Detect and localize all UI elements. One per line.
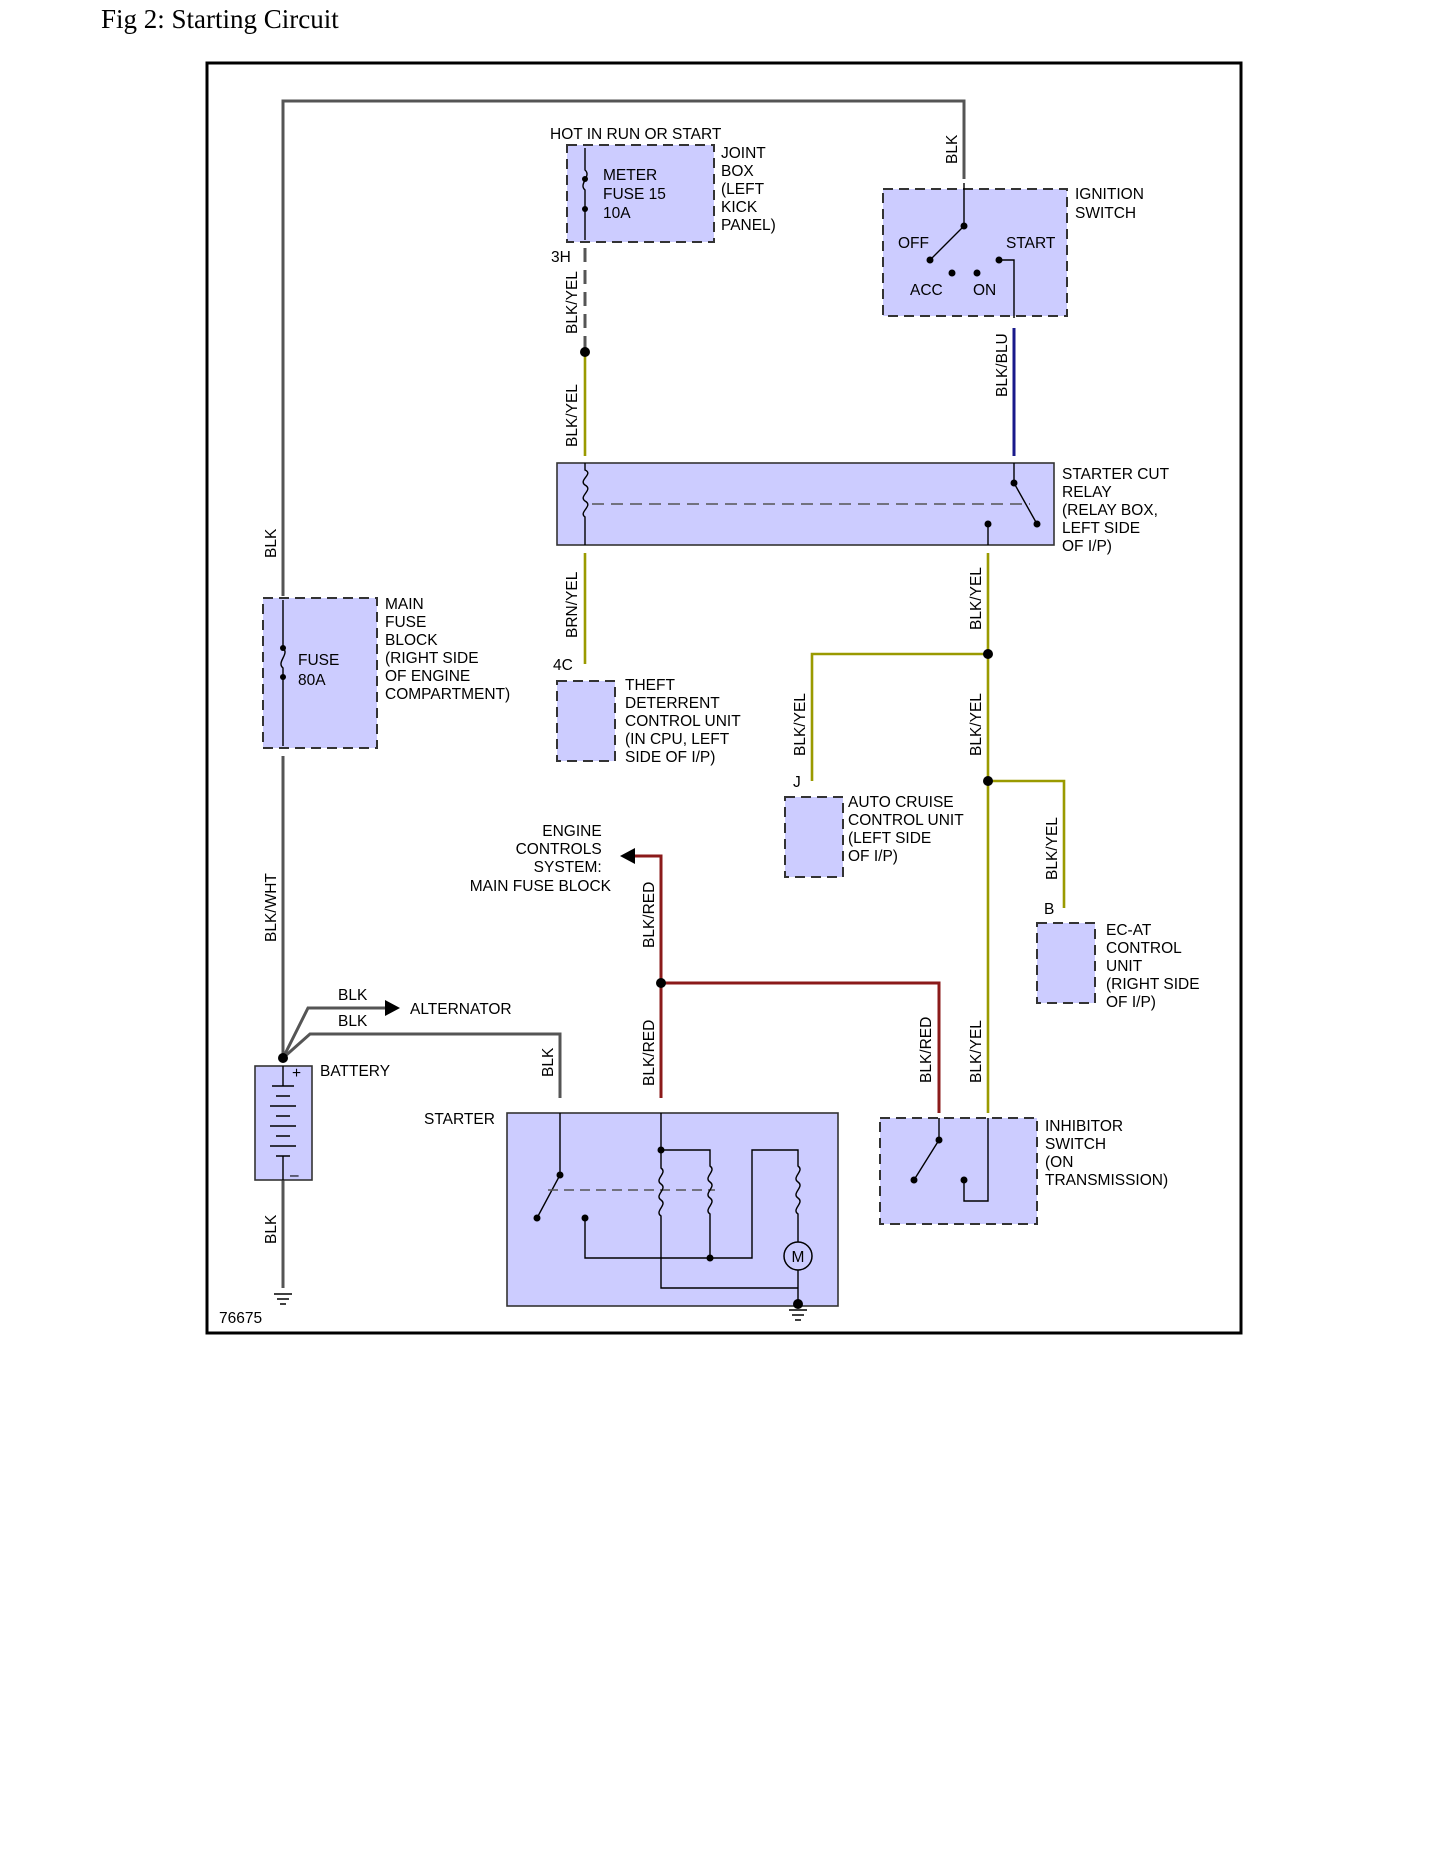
- wire-label-ign-feed: BLK: [944, 134, 961, 164]
- wire-to-inhibitor-red: [661, 981, 941, 1113]
- wire-label-relay-theft: BRN/YEL: [564, 571, 581, 638]
- theft-deterrent-label: THEFT DETERRENT CONTROL UNIT (IN CPU, LE…: [625, 677, 745, 766]
- wire-to-engine-controls: [630, 854, 663, 1098]
- battery-cells: [270, 1066, 296, 1180]
- pin-3h: 3H: [551, 249, 571, 266]
- pin-4c: 4C: [553, 657, 573, 674]
- starter-sw-contact: [533, 1214, 541, 1222]
- inhibitor-switch-label: INHIBITOR SWITCH (ON TRANSMISSION): [1045, 1118, 1168, 1189]
- fuse-80a-label: FUSE 80A: [298, 652, 344, 689]
- ign-off-label: OFF: [898, 235, 929, 252]
- wire-label-ground: BLK: [263, 1214, 280, 1244]
- starter-pull-coil: [660, 1113, 713, 1258]
- inhibitor-switch: [879, 1117, 1038, 1225]
- starter-label: STARTER: [424, 1111, 495, 1128]
- inhibitor-contact: [910, 1176, 918, 1184]
- wire-label-ecat: BLK/YEL: [1044, 817, 1061, 880]
- alternator-label: ALTERNATOR: [410, 1001, 512, 1018]
- wire-label-cruise: BLK/YEL: [792, 693, 809, 756]
- fuse-dot-bottom: [582, 206, 588, 212]
- relay-coil: [582, 463, 589, 545]
- auto-cruise-label: AUTO CRUISE CONTROL UNIT (LEFT SIDE OF I…: [848, 794, 968, 865]
- wire-to-cruise: [810, 652, 988, 781]
- splice-jb: [580, 347, 590, 357]
- pin-b: B: [1044, 901, 1054, 918]
- battery-label: BATTERY: [320, 1063, 390, 1080]
- wire-label-starter: BLK: [338, 1013, 368, 1030]
- wire-label-trunk: BLK/YEL: [968, 693, 985, 756]
- relay-pivot: [1010, 479, 1018, 487]
- starter-motor-label: M: [792, 1249, 805, 1266]
- starter-node-a: [657, 1146, 665, 1154]
- ign-start-lead: [999, 259, 1015, 318]
- joint-box: [566, 144, 715, 243]
- relay-contact: [1033, 520, 1041, 528]
- ec-at-label: EC-AT CONTROL UNIT (RIGHT SIDE OF I/P): [1106, 922, 1204, 1011]
- ign-on-label: ON: [973, 282, 996, 299]
- starter-field-coil: [584, 1149, 801, 1259]
- wire-label-inhibitor-yel: BLK/YEL: [968, 1020, 985, 1083]
- splice-battery-pos: [278, 1053, 288, 1063]
- wire-label-relay-coil: BLK/YEL: [564, 384, 581, 447]
- auto-cruise-unit: [784, 796, 844, 878]
- wire-to-starter: [282, 1032, 562, 1098]
- starter-node-b: [706, 1254, 714, 1262]
- fuse-dot-top: [582, 176, 588, 182]
- starter: [506, 1112, 839, 1307]
- theft-deterrent-unit: [556, 680, 616, 762]
- splice-cruise: [983, 649, 993, 659]
- ign-contact-off: [926, 256, 934, 264]
- relay-out-contact: [984, 520, 992, 528]
- meter-fuse-label: METER FUSE 15 10A: [603, 167, 670, 222]
- figure-number: 76675: [219, 1310, 262, 1327]
- inhibitor-contact2: [960, 1176, 968, 1184]
- inhibitor-pivot: [935, 1136, 943, 1144]
- arrow-engine-controls: [620, 848, 635, 864]
- wire-label-starter-sig: BLK: [540, 1047, 557, 1077]
- fuse80-dot-bottom: [280, 674, 286, 680]
- figure-title: Fig 2: Starting Circuit: [101, 4, 339, 34]
- wire-label-inhibitor-red: BLK/RED: [918, 1017, 935, 1083]
- ign-start-label: START: [1006, 235, 1056, 252]
- engine-controls-label: ENGINE CONTROLS SYSTEM: MAIN FUSE BLOCK: [470, 823, 612, 895]
- ign-contact-on: [973, 269, 981, 277]
- ignition-switch: [882, 188, 1068, 317]
- joint-box-header: HOT IN RUN OR START: [550, 126, 722, 143]
- wire-label-jb-out: BLK/YEL: [564, 271, 581, 334]
- wire-blk-ign-feed: [281, 99, 966, 596]
- inhibitor-return: [963, 1118, 989, 1202]
- arrow-alternator: [385, 1000, 400, 1016]
- starter-sw-pivot: [556, 1171, 564, 1179]
- starter-ground-dot: [793, 1299, 803, 1309]
- battery-plus: +: [292, 1065, 301, 1082]
- wire-label-alternator: BLK: [338, 987, 368, 1004]
- starter-cut-relay-label: STARTER CUT RELAY (RELAY BOX, LEFT SIDE …: [1062, 466, 1173, 555]
- wire-label-engine-controls: BLK/RED: [641, 882, 658, 948]
- ignition-switch-label: IGNITION SWITCH: [1075, 186, 1148, 222]
- starter-hold-coil: [658, 1150, 798, 1289]
- ec-at-control-unit: [1036, 922, 1096, 1004]
- splice-red: [656, 978, 666, 988]
- wire-label-relay-out: BLK/YEL: [968, 567, 985, 630]
- ign-contact-acc: [948, 269, 956, 277]
- ign-pivot: [960, 222, 968, 230]
- wire-label-ign-relay: BLK/BLU: [994, 333, 1011, 397]
- main-fuse-block: [262, 597, 378, 749]
- starter-ground-symbol: [789, 1270, 807, 1321]
- joint-box-label: JOINT BOX (LEFT KICK PANEL): [721, 145, 776, 234]
- wire-label-main-feed: BLK: [263, 528, 280, 558]
- wire-to-ecat: [988, 779, 1066, 908]
- battery-minus: –: [290, 1167, 299, 1184]
- wire-label-battery-fuse: BLK/WHT: [263, 873, 280, 942]
- pin-j: J: [793, 774, 801, 791]
- battery-ground-symbol: [274, 1293, 292, 1305]
- main-fuse-block-label: MAIN FUSE BLOCK (RIGHT SIDE OF ENGINE CO…: [385, 596, 510, 703]
- splice-ecat: [983, 776, 993, 786]
- ign-acc-label: ACC: [910, 282, 943, 299]
- wire-to-alternator: [281, 1006, 385, 1059]
- fuse80-dot-top: [280, 645, 286, 651]
- wire-label-starter-s: BLK/RED: [641, 1020, 658, 1086]
